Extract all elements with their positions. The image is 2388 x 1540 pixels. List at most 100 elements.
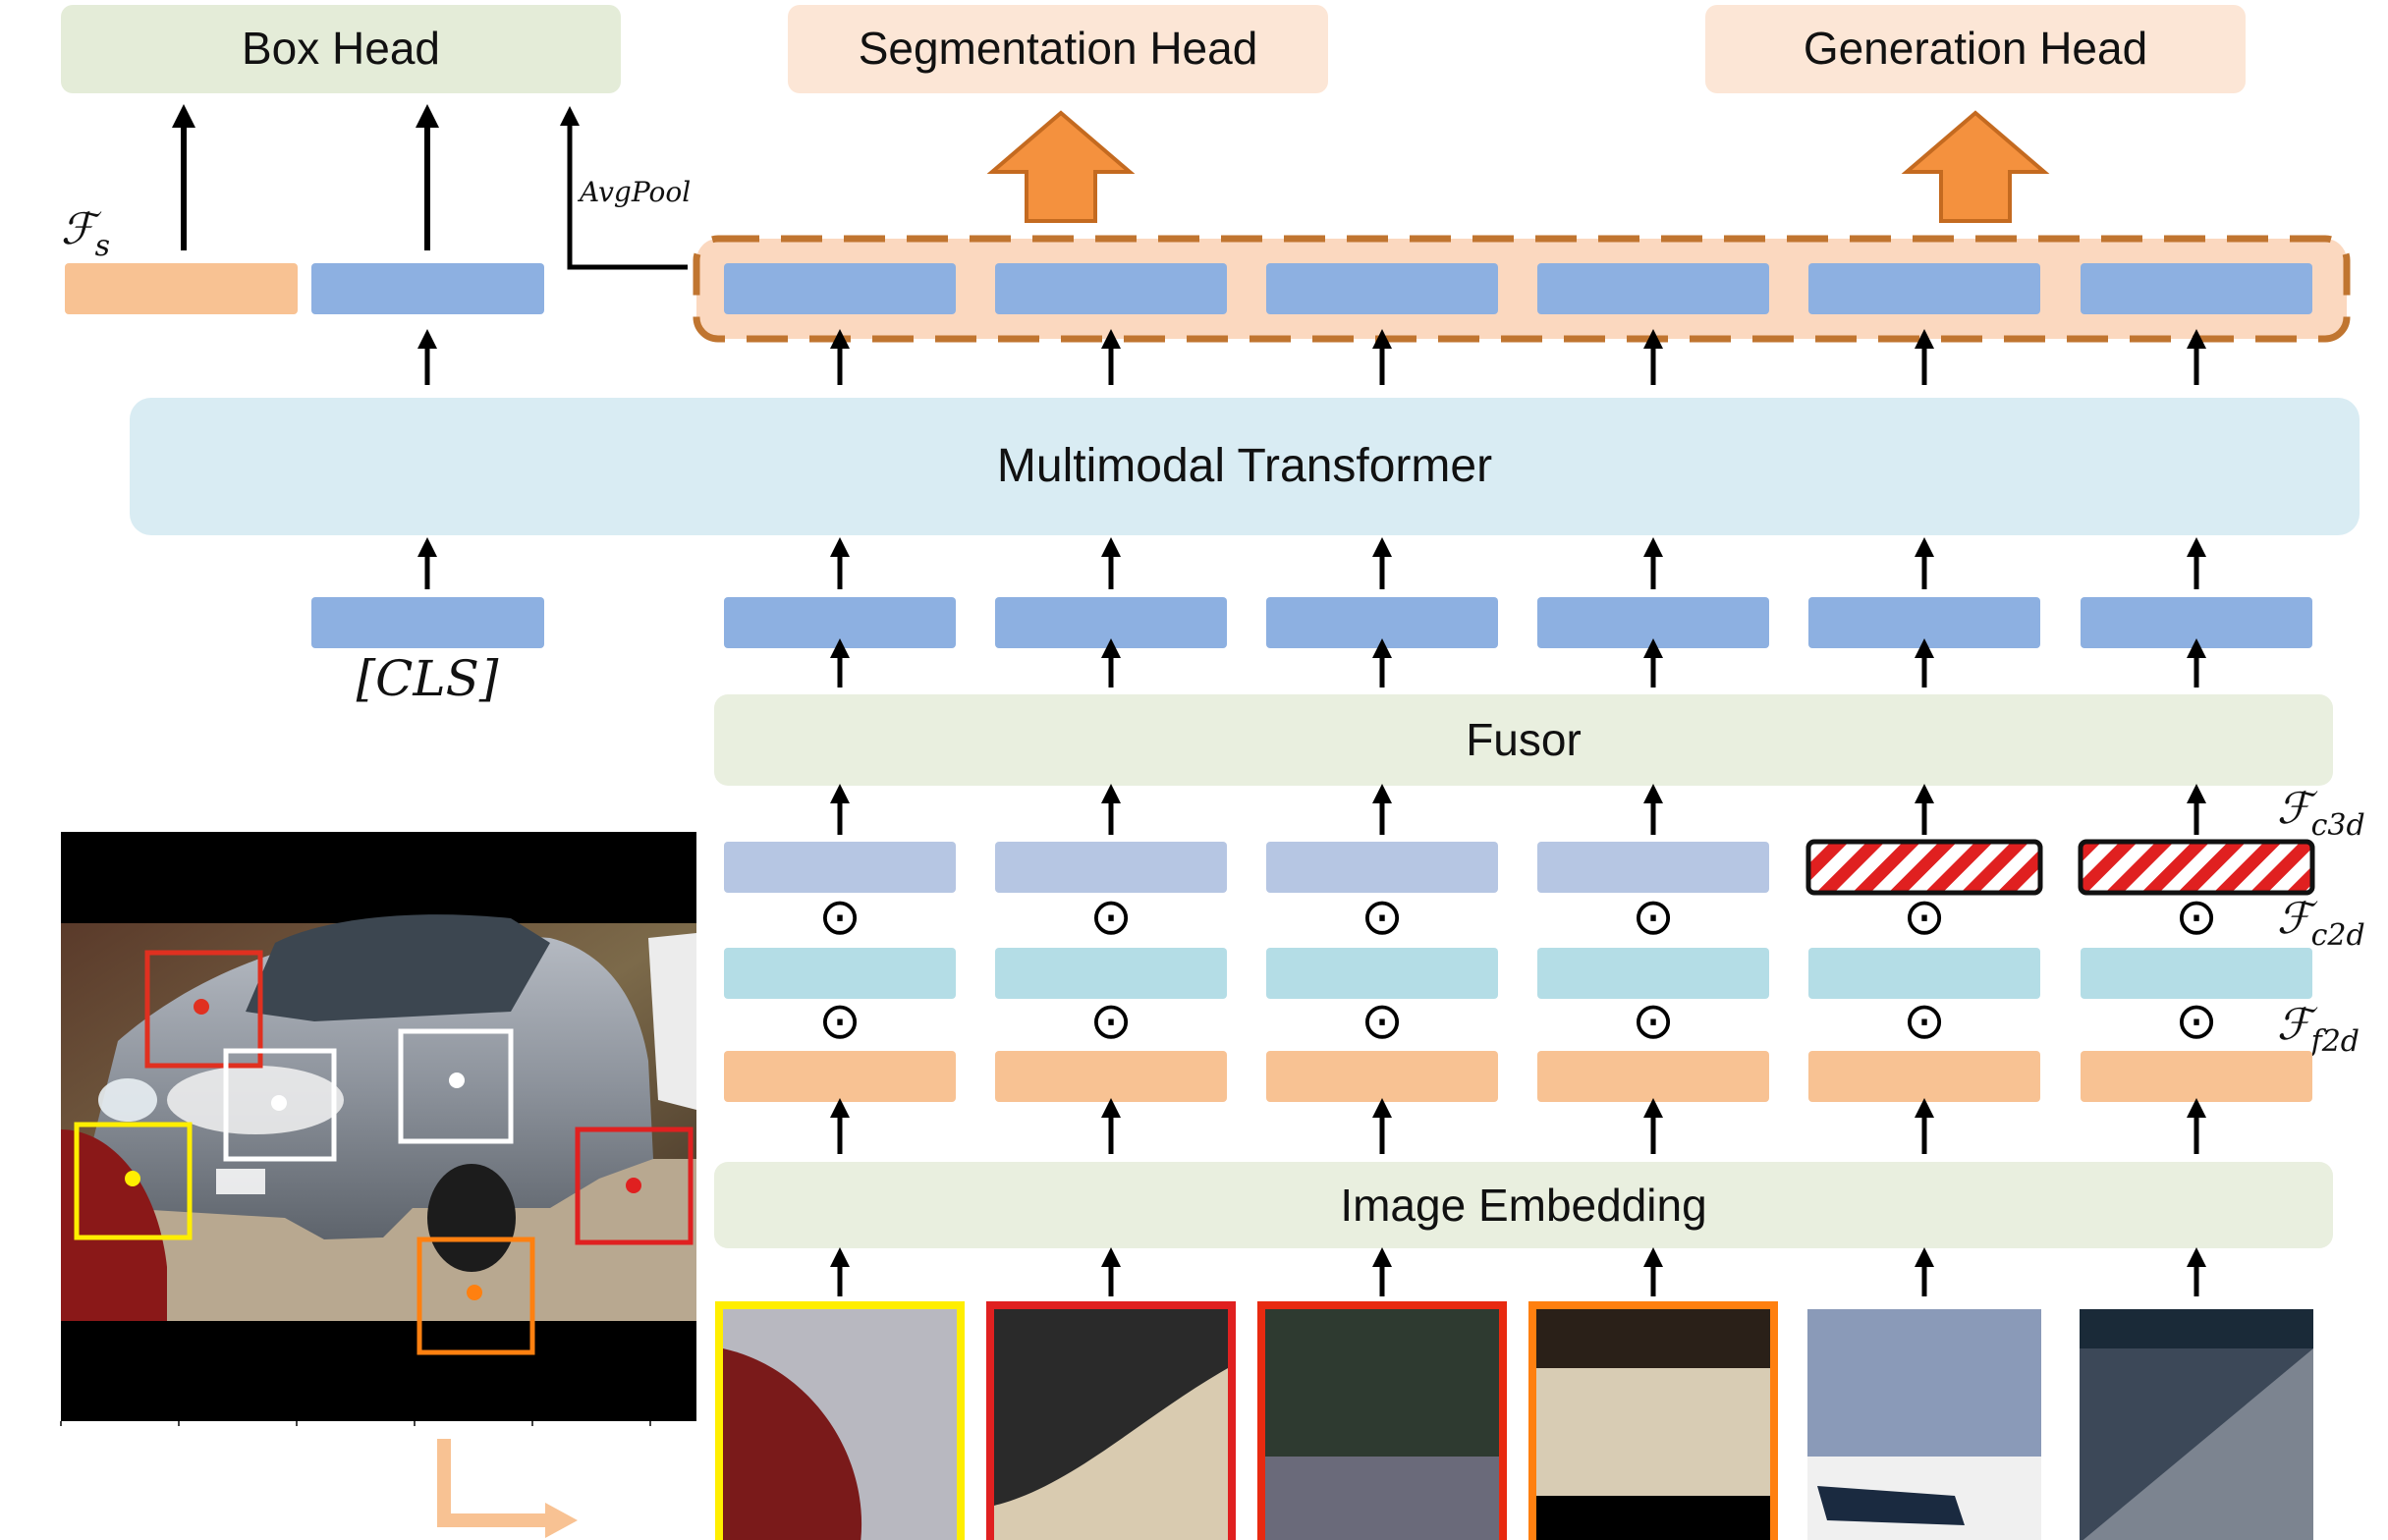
- generation-head: [1705, 5, 2246, 93]
- cls-label: [CLS]: [357, 650, 499, 707]
- cls-output-token: [311, 263, 544, 314]
- output-token-3: [1266, 263, 1498, 314]
- patch-shape: [1265, 1309, 1499, 1457]
- patch-4: [1528, 1301, 1778, 1540]
- image-embedding: [714, 1162, 2333, 1248]
- c2d-token-1: [724, 948, 956, 999]
- f2d-token-2: [995, 1051, 1227, 1102]
- fusor-label: Fusor: [1466, 714, 1582, 765]
- c2d-token-6: [2081, 948, 2312, 999]
- patch-frame: [1257, 1301, 1507, 1540]
- patch-1: [715, 1301, 965, 1540]
- image-roi-box-1: [144, 950, 263, 1069]
- hadamard-symbol: ⊙: [1903, 992, 1946, 1051]
- hadamard-symbol: ⊙: [818, 992, 861, 1051]
- multimodal-transformer: [130, 398, 2360, 535]
- segmentation-head-label: Segmentation Head: [859, 23, 1258, 74]
- image-roi-point-6: [467, 1285, 482, 1300]
- masked-c3d-token-5: [1805, 839, 2043, 896]
- fs-symbol: ℱs: [61, 204, 110, 263]
- output-token-5: [1808, 263, 2040, 314]
- box-head: [61, 5, 621, 93]
- patch-3: [1257, 1301, 1507, 1540]
- patch-shape: [2080, 1348, 2313, 1540]
- image-roi-box-4: [74, 1122, 193, 1240]
- segmentation-up-arrow: [986, 110, 1136, 223]
- image-roi-box-6: [417, 1237, 535, 1355]
- c3d-token-4: [1537, 842, 1769, 893]
- fc2d-symbol: ℱc2d: [2277, 894, 2365, 953]
- f2d-token-6: [2081, 1051, 2312, 1102]
- image-roi-box-2: [223, 1048, 337, 1162]
- c2d-token-2: [995, 948, 1227, 999]
- c2d-token-4: [1537, 948, 1769, 999]
- ff2d-symbol: ℱf2d: [2277, 1000, 2360, 1059]
- fused-token-2: [995, 597, 1227, 648]
- patch-frame: [986, 1301, 1236, 1540]
- c2d-token-5: [1808, 948, 2040, 999]
- image-to-patches-arrow: [437, 1439, 578, 1538]
- patch-frame: [1528, 1301, 1778, 1540]
- hadamard-symbol: ⊙: [1903, 888, 1946, 947]
- patch-shape: [994, 1309, 1228, 1506]
- hadamard-symbol: ⊙: [1089, 888, 1133, 947]
- avgpool-label: AvgPool: [577, 176, 691, 208]
- patch-shape: [2080, 1309, 2313, 1348]
- masked-c3d-token-6: [2078, 839, 2315, 896]
- fc3d-symbol: ℱc3d: [2277, 784, 2365, 843]
- hadamard-symbol: ⊙: [2175, 888, 2218, 947]
- image-roi-point-1: [194, 999, 209, 1015]
- hadamard-symbol: ⊙: [1089, 992, 1133, 1051]
- f2d-token-1: [724, 1051, 956, 1102]
- patch-6: [2080, 1309, 2313, 1540]
- patch-frame: [715, 1301, 965, 1540]
- segmentation-head: [788, 5, 1328, 93]
- patch-2: [986, 1301, 1236, 1540]
- patch-black-band: [1536, 1496, 1770, 1540]
- image-roi-box-3: [398, 1028, 514, 1144]
- fused-token-1: [724, 597, 956, 648]
- output-token-4: [1537, 263, 1769, 314]
- image-roi-point-5: [626, 1178, 641, 1193]
- multimodal-transformer-label: Multimodal Transformer: [997, 440, 1492, 492]
- output-token-2: [995, 263, 1227, 314]
- output-token-6: [2081, 263, 2312, 314]
- generation-up-arrow: [1901, 110, 2050, 223]
- avgpool-arrow: [560, 106, 688, 270]
- fusor: [714, 694, 2333, 786]
- c3d-token-1: [724, 842, 956, 893]
- generation-head-label: Generation Head: [1804, 23, 2147, 74]
- image-roi-point-2: [271, 1095, 287, 1111]
- f2d-token-4: [1537, 1051, 1769, 1102]
- hadamard-symbol: ⊙: [1361, 888, 1404, 947]
- c3d-token-3: [1266, 842, 1498, 893]
- image-roi-box-5: [575, 1127, 694, 1245]
- fused-token-3: [1266, 597, 1498, 648]
- box-head-label: Box Head: [242, 23, 440, 74]
- cls-token: [311, 597, 544, 648]
- hadamard-symbol: ⊙: [2175, 992, 2218, 1051]
- patch-shape: [1536, 1309, 1770, 1368]
- fused-token-6: [2081, 597, 2312, 648]
- patch-shape: [1807, 1309, 2041, 1457]
- image-ticks: [60, 1421, 651, 1426]
- hadamard-symbol: ⊙: [1632, 888, 1675, 947]
- hadamard-symbol: ⊙: [1632, 992, 1675, 1051]
- image-roi-point-4: [125, 1171, 140, 1186]
- patch-shape: [723, 1348, 862, 1540]
- hadamard-symbol: ⊙: [818, 888, 861, 947]
- patch-5: [1807, 1309, 2041, 1540]
- patch-detail: [1817, 1486, 1965, 1525]
- hadamard-symbol: ⊙: [1361, 992, 1404, 1051]
- c2d-token-3: [1266, 948, 1498, 999]
- f2d-token-5: [1808, 1051, 2040, 1102]
- output-token-1: [724, 263, 956, 314]
- c3d-token-2: [995, 842, 1227, 893]
- f2d-token-3: [1266, 1051, 1498, 1102]
- fused-token-5: [1808, 597, 2040, 648]
- image-embedding-label: Image Embedding: [1340, 1180, 1706, 1231]
- fused-token-4: [1537, 597, 1769, 648]
- image-roi-point-3: [449, 1072, 465, 1088]
